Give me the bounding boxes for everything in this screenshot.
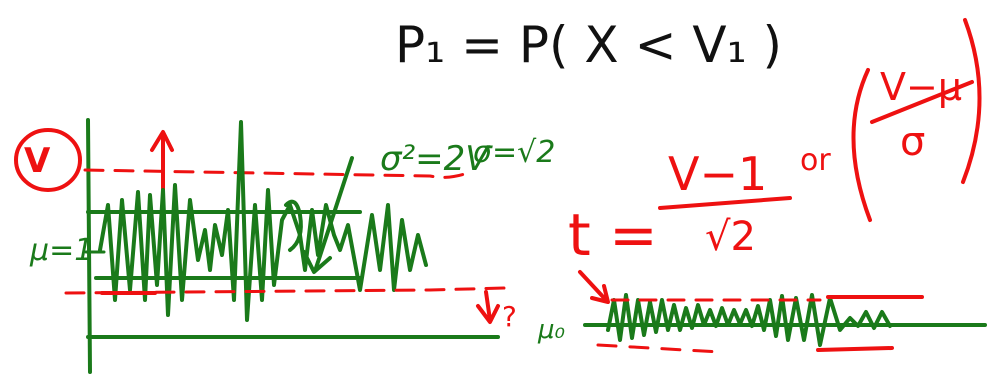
or-label: or	[800, 143, 831, 178]
question-mark: ?	[502, 300, 517, 333]
arrow-down-icon	[476, 290, 500, 324]
left-axes	[86, 118, 500, 374]
alt-fraction-bar	[870, 80, 974, 124]
t-denominator: √2	[705, 214, 756, 260]
t-lhs: t =	[568, 201, 658, 269]
v-label-group: V	[14, 128, 82, 192]
top-formula-text: P₁ = P( X < V₁ )	[395, 16, 782, 74]
signal-wave	[98, 120, 428, 322]
right-sketch: μ₀	[537, 270, 987, 354]
arrow-pointer-icon	[302, 156, 354, 274]
t-fraction-bar	[658, 196, 792, 210]
right-lower-threshold	[816, 346, 894, 352]
v-label: V	[24, 141, 51, 181]
right-paren	[961, 18, 982, 184]
left-paren	[851, 68, 872, 222]
mu-label: μ=1	[29, 233, 93, 268]
v-circle	[14, 128, 82, 192]
mu0-label: μ₀	[537, 315, 566, 345]
sigma-label: σ=√2	[473, 135, 555, 170]
right-signal-wave	[606, 293, 892, 347]
arrow-mu0-icon	[578, 270, 610, 304]
alt-numerator: V−μ	[880, 65, 962, 109]
top-formula: P₁ = P( X < V₁ )	[395, 16, 782, 74]
left-y-axis	[86, 118, 92, 374]
threshold-lower-dashed	[64, 286, 507, 295]
arrow-up-icon	[150, 130, 174, 197]
t-formula: t = V−1 √2 or V−μ σ	[568, 18, 982, 269]
right-lower-dashed	[596, 343, 722, 354]
signal-hook	[284, 199, 303, 252]
variance-label: σ²=2V	[380, 139, 491, 179]
threshold-upper-dashed	[83, 168, 472, 179]
t-numerator: V−1	[668, 147, 767, 201]
alt-denominator: σ	[900, 119, 925, 165]
